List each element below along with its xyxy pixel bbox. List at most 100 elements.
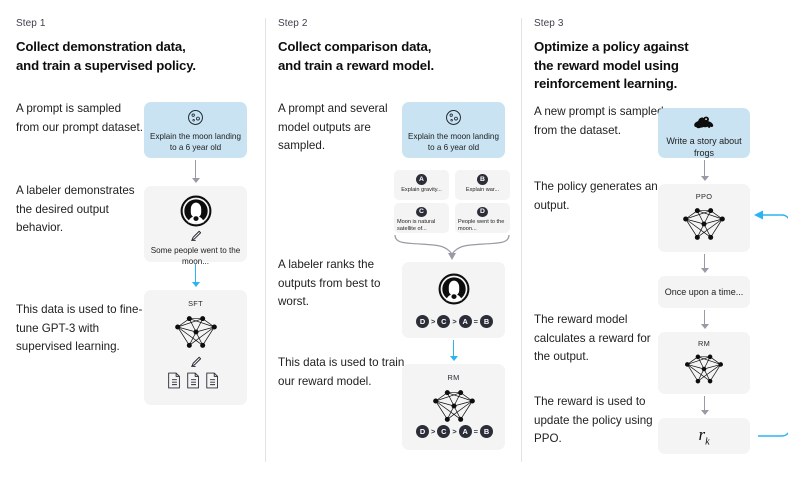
neural-network-icon	[402, 385, 505, 427]
step-2-ranking-box[interactable]: D > C > A = B	[402, 262, 505, 338]
rm-tag: RM	[697, 339, 711, 348]
rank-op-2: >	[452, 317, 457, 326]
rm-tag: RM	[447, 373, 460, 382]
step-1-title: Collect demonstration data, and train a …	[16, 38, 262, 75]
step-2-title-line2: and train a reward model.	[278, 57, 435, 73]
option-letter-b: B	[477, 173, 488, 185]
step-2-title-line1: Collect comparison data,	[278, 39, 432, 54]
rank-item-2: C	[437, 315, 451, 328]
rank-item-1: D	[416, 315, 429, 328]
rank-op-3: =	[473, 427, 478, 436]
option-text-a: Explain gravity...	[401, 186, 442, 193]
step-3-paragraph-3: The reward model calculates a reward for…	[534, 313, 651, 363]
step-3-ppo-box[interactable]: PPO	[658, 184, 750, 252]
step-2-rm-box[interactable]: RM D > C > A	[402, 364, 505, 450]
sft-tag: SFT	[188, 299, 203, 308]
frog-icon	[658, 115, 750, 130]
step-3-column: Step 3 Optimize a policy against the rew…	[534, 0, 788, 479]
reward-subscript: k	[705, 436, 710, 448]
neural-network-icon	[658, 203, 750, 245]
pencil-icon	[144, 229, 247, 242]
reward-symbol: r	[698, 424, 706, 444]
arrow-ranking-to-rm	[449, 340, 458, 362]
arrow-rm-to-reward	[700, 396, 709, 416]
step-3-rm-box[interactable]: RM	[658, 332, 750, 394]
option-card-b[interactable]: B Explain war...	[455, 170, 510, 200]
step-3-label: Step 3	[534, 18, 564, 29]
rank-item-4: B	[479, 425, 493, 438]
documents-icon	[144, 371, 247, 390]
rank-op-2: >	[452, 427, 457, 436]
step-1-labeler-box[interactable]: Some people went to the moon...	[144, 186, 247, 266]
ppo-feedback-loop-arrow	[754, 210, 788, 437]
step-3-paragraph-1: A new prompt is sampled from the dataset…	[534, 105, 664, 137]
rank-op-3: =	[473, 317, 478, 326]
step-1-paragraph-2: A labeler demonstrates the desired outpu…	[16, 184, 135, 234]
ppo-tag: PPO	[695, 192, 713, 201]
option-card-d[interactable]: D People went to the moon...	[455, 203, 510, 233]
moon-icon	[144, 109, 247, 126]
option-text-c: Moon is natural satellite of...	[397, 219, 436, 232]
ranking-row: D > C > A = B	[416, 425, 493, 438]
moon-icon	[402, 109, 505, 126]
option-letter-c: C	[416, 206, 427, 217]
reward-value: rk	[698, 425, 709, 447]
step-3-reward-box[interactable]: rk	[658, 418, 750, 454]
step-1-title-line1: Collect demonstration data,	[16, 39, 186, 54]
option-text-b: Explain war...	[465, 186, 500, 193]
column-divider-2	[521, 18, 522, 462]
step-1-paragraph-3: This data is used to fine-tune GPT-3 wit…	[16, 303, 143, 353]
step-3-paragraph-4: The reward is used to update the policy …	[534, 395, 653, 445]
labeler-avatar-icon	[144, 195, 247, 227]
step-2-paragraph-1: A prompt and several model outputs are s…	[278, 102, 388, 152]
labeler-avatar-icon	[402, 273, 505, 305]
rank-op-1: >	[431, 317, 436, 326]
step-1-title-line2: and train a supervised policy.	[16, 57, 196, 73]
neural-network-icon	[658, 350, 750, 388]
option-letter-a: A	[416, 173, 427, 185]
rank-op-1: >	[431, 427, 436, 436]
ranking-row: D > C > A = B	[416, 315, 493, 328]
step-2-label: Step 2	[278, 18, 308, 29]
option-text-d: People went to the moon...	[458, 219, 505, 232]
arrow-labeler-to-sft	[191, 264, 200, 288]
step-2-prompt-box[interactable]: Explain the moon landing to a 6 year old	[402, 102, 505, 158]
step-3-paragraph-2: The policy generates an output.	[534, 180, 658, 212]
step-1-label: Step 1	[16, 18, 46, 29]
step-1-prompt-caption: Explain the moon landing to a 6 year old	[150, 132, 241, 152]
step-3-title: Optimize a policy against the reward mod…	[534, 38, 782, 94]
step-3-title-line2: the reward model using	[534, 57, 679, 73]
step-3-title-line1: Optimize a policy against	[534, 39, 689, 54]
rank-item-4: B	[479, 315, 493, 328]
option-card-c[interactable]: C Moon is natural satellite of...	[394, 203, 449, 233]
step-1-sft-box[interactable]: SFT	[144, 290, 247, 405]
rank-item-2: C	[437, 425, 451, 438]
step-1-prompt-box[interactable]: Explain the moon landing to a 6 year old	[144, 102, 247, 158]
step-3-output-caption: Once upon a time...	[664, 287, 744, 297]
arrow-output-to-rm	[700, 310, 709, 330]
step-3-output-box[interactable]: Once upon a time...	[658, 276, 750, 308]
rank-item-3: A	[458, 315, 472, 328]
step-3-prompt-caption: Write a story about frogs	[666, 136, 742, 158]
arrow-prompt-to-labeler	[191, 160, 200, 184]
option-letter-d: D	[477, 206, 488, 217]
pencil-icon	[144, 355, 247, 368]
rank-item-1: D	[416, 425, 429, 438]
step-1-paragraph-1: A prompt is sampled from our prompt data…	[16, 102, 143, 134]
step-1-column: Step 1 Collect demonstration data, and t…	[16, 0, 262, 479]
rank-item-3: A	[458, 425, 472, 438]
step-1-labeler-caption: Some people went to the moon...	[150, 246, 241, 266]
step-2-column: Step 2 Collect comparison data, and trai…	[278, 0, 520, 479]
step-3-prompt-box[interactable]: Write a story about frogs	[658, 108, 750, 158]
step-2-title: Collect comparison data, and train a rew…	[278, 38, 520, 75]
neural-network-icon	[144, 311, 247, 353]
step-2-prompt-caption: Explain the moon landing to a 6 year old	[408, 132, 499, 152]
arrow-prompt-to-ppo	[700, 160, 709, 182]
step-2-paragraph-2: A labeler ranks the outputs from best to…	[278, 258, 381, 308]
options-merge-brace	[394, 234, 510, 260]
step-3-title-line3: reinforcement learning.	[534, 76, 678, 91]
option-card-a[interactable]: A Explain gravity...	[394, 170, 449, 200]
column-divider-1	[265, 18, 266, 462]
arrow-ppo-to-output	[700, 254, 709, 274]
